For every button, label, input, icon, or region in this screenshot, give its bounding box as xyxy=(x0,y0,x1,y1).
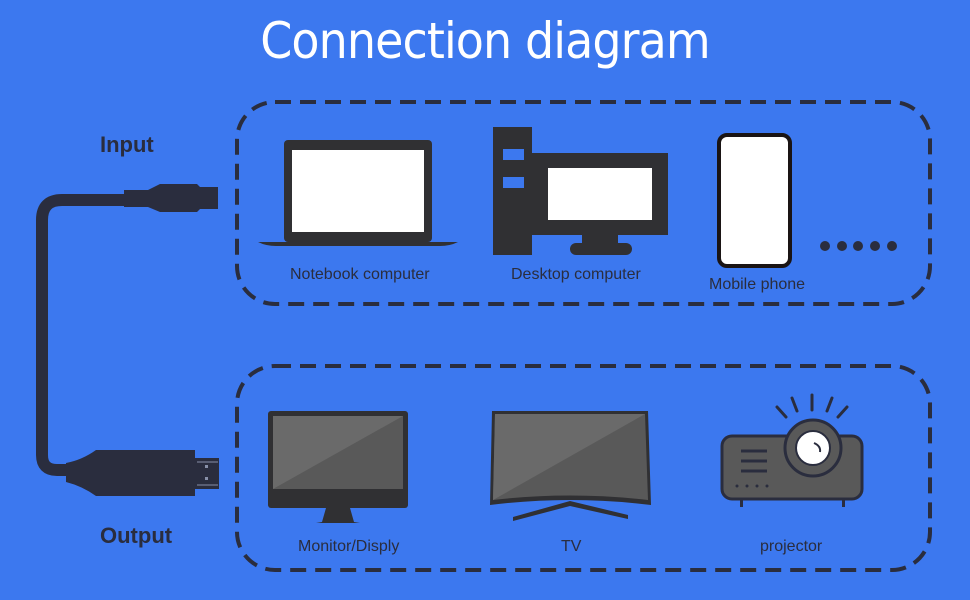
mobile-phone-icon xyxy=(717,133,792,268)
projector-icon xyxy=(720,393,864,507)
page-title: Connection diagram xyxy=(260,12,711,70)
ellipsis-dots-icon xyxy=(820,241,897,251)
input-label: Input xyxy=(100,132,154,157)
monitor-icon xyxy=(268,411,408,523)
laptop-icon xyxy=(258,140,458,246)
device-label-tv: TV xyxy=(561,538,582,555)
output-group-box xyxy=(235,364,932,572)
input-group-box xyxy=(235,100,932,306)
device-label-notebook: Notebook computer xyxy=(290,266,430,283)
tv-icon xyxy=(490,411,651,521)
desktop-computer-icon xyxy=(493,127,668,255)
output-label: Output xyxy=(100,523,173,548)
device-label-projector: projector xyxy=(760,538,823,555)
device-label-mobile: Mobile phone xyxy=(709,276,806,293)
device-label-monitor: Monitor/Disply xyxy=(298,538,400,555)
device-label-desktop: Desktop computer xyxy=(511,266,641,283)
hdmi-cable-icon xyxy=(36,184,219,496)
